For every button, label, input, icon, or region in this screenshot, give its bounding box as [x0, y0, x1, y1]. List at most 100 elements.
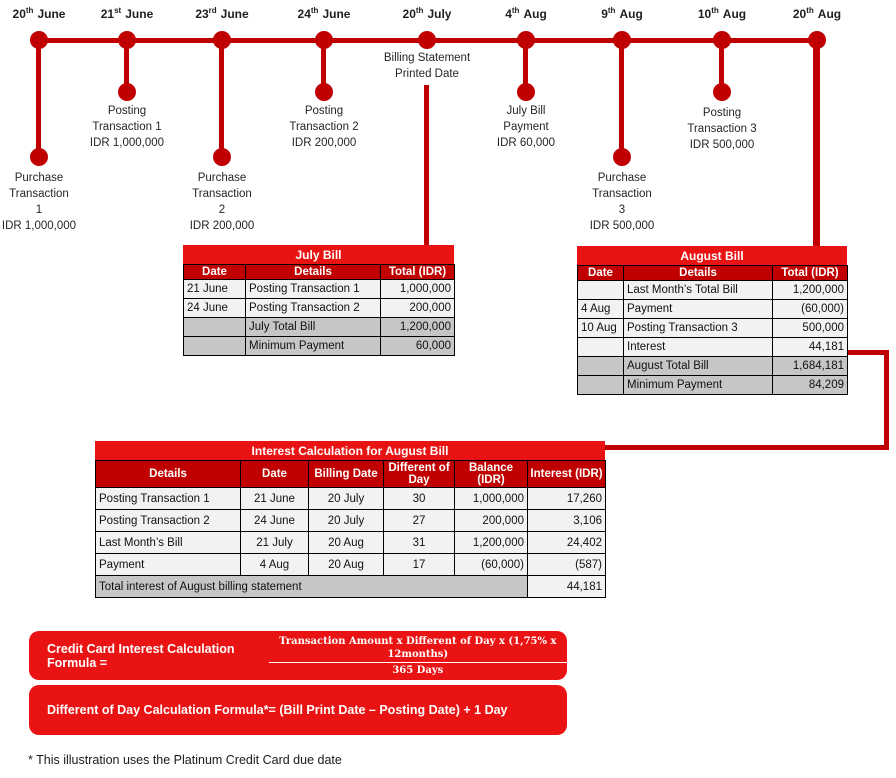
- total-interest-value: 44,181: [527, 575, 606, 598]
- cell-total: 200,000: [380, 298, 455, 318]
- cell-billing-date: 20 July: [308, 487, 384, 510]
- cell-details: Interest: [623, 337, 773, 357]
- cell-details: Payment: [623, 299, 773, 319]
- column-header: Details: [95, 460, 241, 488]
- event-dot: [315, 83, 333, 101]
- day-formula-text: Different of Day Calculation Formula*= (…: [47, 703, 508, 717]
- timeline-node-dot: [30, 31, 48, 49]
- timeline-node-dot: [418, 31, 436, 49]
- table-row: 4 Aug Payment (60,000): [577, 299, 848, 319]
- cell-details: August Total Bill: [623, 356, 773, 376]
- table-header-row: Date Details Total (IDR): [183, 264, 455, 280]
- cell-billing-date: 20 July: [308, 509, 384, 532]
- cell-date: 10 Aug: [577, 318, 624, 338]
- cell-day-diff: 30: [383, 487, 455, 510]
- table-header-row: Details Date Billing Date Different of D…: [95, 460, 606, 488]
- column-header: Details: [245, 264, 381, 280]
- event-dot: [213, 148, 231, 166]
- cell-details: Minimum Payment: [623, 375, 773, 395]
- interest-formula-box: Credit Card Interest Calculation Formula…: [29, 631, 567, 680]
- cell-day-diff: 31: [383, 531, 455, 554]
- stem-line: [36, 42, 41, 157]
- table-row: 24 June Posting Transaction 2 200,000: [183, 298, 455, 318]
- stem-line: [219, 42, 224, 157]
- table-row: 21 June Posting Transaction 1 1,000,000: [183, 279, 455, 299]
- interest-connector-line: [884, 350, 889, 450]
- cell-date: 4 Aug: [577, 299, 624, 319]
- cell-details: Posting Transaction 3: [623, 318, 773, 338]
- interest-connector-line: [847, 350, 889, 355]
- cell-total: 60,000: [380, 336, 455, 356]
- cell-total: 1,684,181: [772, 356, 848, 376]
- cell-interest: (587): [527, 553, 606, 576]
- cell-details: Posting Transaction 1: [245, 279, 381, 299]
- cell-details: Posting Transaction 1: [95, 487, 241, 510]
- timeline-node-dot: [118, 31, 136, 49]
- cell-billing-date: 20 Aug: [308, 553, 384, 576]
- column-header: Total (IDR): [772, 265, 848, 281]
- footnote: * This illustration uses the Platinum Cr…: [28, 753, 342, 767]
- table-row: Posting Transaction 1 21 June 20 July 30…: [95, 487, 606, 510]
- timeline-node-dot: [517, 31, 535, 49]
- cell-details: Minimum Payment: [245, 336, 381, 356]
- cell-day-diff: 27: [383, 509, 455, 532]
- cell-total: 44,181: [772, 337, 848, 357]
- cell-total: (60,000): [772, 299, 848, 319]
- table-row: Last Month’s Total Bill 1,200,000: [577, 280, 848, 300]
- cell-date: [577, 356, 624, 376]
- table-row: July Total Bill 1,200,000: [183, 317, 455, 337]
- cell-details: Posting Transaction 2: [95, 509, 241, 532]
- timeline-node-dot: [315, 31, 333, 49]
- table-row: Posting Transaction 2 24 June 20 July 27…: [95, 509, 606, 532]
- cell-balance: (60,000): [454, 553, 528, 576]
- cell-total: 1,000,000: [380, 279, 455, 299]
- table-total-row: Total interest of August billing stateme…: [95, 575, 606, 598]
- column-header: Details: [623, 265, 773, 281]
- column-header: Total (IDR): [380, 264, 455, 280]
- event-dot: [30, 148, 48, 166]
- cell-details: Last Month’s Bill: [95, 531, 241, 554]
- timeline-node-dot: [213, 31, 231, 49]
- column-header: Date: [577, 265, 624, 281]
- column-header: Date: [240, 460, 309, 488]
- cell-date: [183, 317, 246, 337]
- cell-date: 24 June: [183, 298, 246, 318]
- cell-total: 84,209: [772, 375, 848, 395]
- cell-date: [577, 280, 624, 300]
- cell-details: Last Month’s Total Bill: [623, 280, 773, 300]
- cell-day-diff: 17: [383, 553, 455, 576]
- cell-details: July Total Bill: [245, 317, 381, 337]
- cell-interest: 17,260: [527, 487, 606, 510]
- column-header: Different of Day: [383, 460, 455, 488]
- interest-formula-label: Credit Card Interest Calculation Formula…: [47, 641, 235, 670]
- cell-balance: 1,200,000: [454, 531, 528, 554]
- timeline-node-dot: [613, 31, 631, 49]
- cell-date: [577, 375, 624, 395]
- cell-date: 4 Aug: [240, 553, 309, 576]
- cell-details: Posting Transaction 2: [245, 298, 381, 318]
- august-bill-table: August Bill Date Details Total (IDR) Las…: [577, 246, 848, 395]
- timeline-node-dot: [713, 31, 731, 49]
- cell-date: [183, 336, 246, 356]
- stem-line: [523, 42, 528, 92]
- column-header: Balance (IDR): [454, 460, 528, 488]
- stem-line: [719, 42, 724, 92]
- august-bill-connector-line: [813, 42, 820, 247]
- table-row: Payment 4 Aug 20 Aug 17 (60,000) (587): [95, 553, 606, 576]
- cell-total: 500,000: [772, 318, 848, 338]
- stem-line: [321, 42, 326, 92]
